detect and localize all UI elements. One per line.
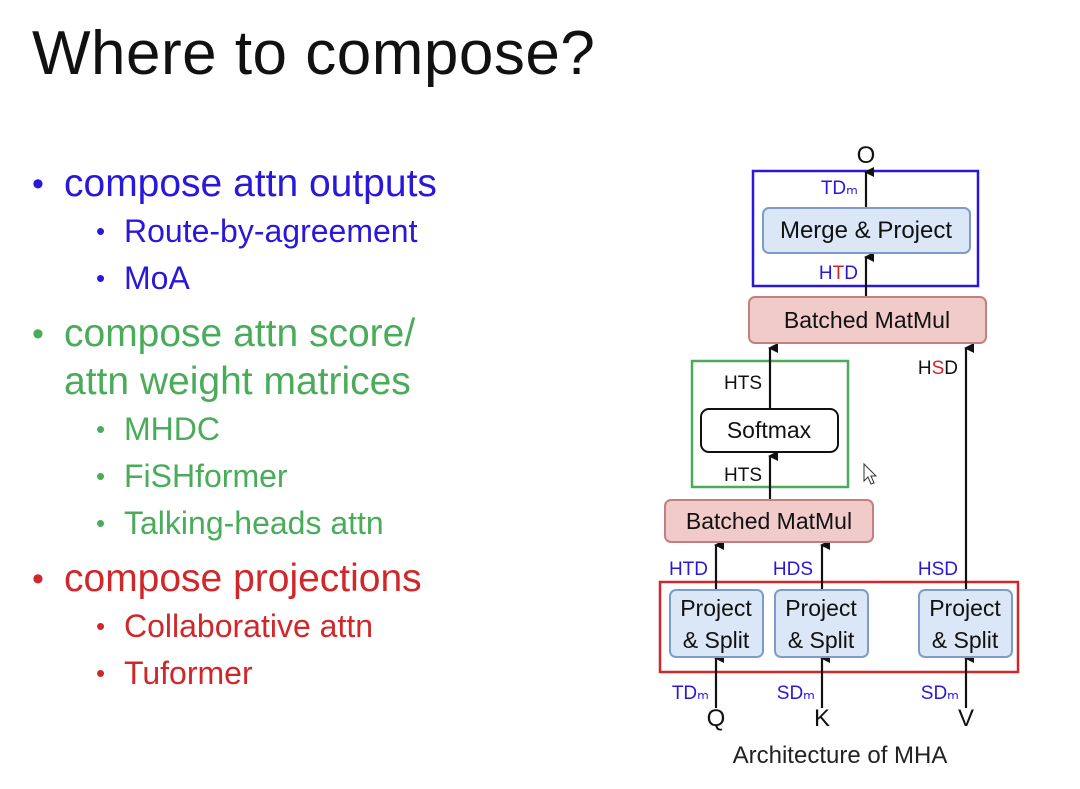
mouse-cursor-icon [863,462,878,485]
bullet-text: compose attn score/ [64,312,416,355]
dim-in-q: TDₘ [672,683,709,704]
svg-text:& Split: & Split [683,627,750,653]
svg-text:Project: Project [680,595,752,621]
bullet-compose-scores: compose attn score/ attn weight matrices [30,310,630,406]
bullet-group-projections: compose projections Collaborative attn T… [30,555,630,697]
dim-htd: HTD [669,559,708,580]
batched-matmul-top-box [748,296,987,344]
softmax-label: Softmax [727,417,812,443]
bullet-text: compose attn outputs [64,162,437,205]
sub-bullet: MHDC [30,406,630,453]
dim-hts-bottom: HTS [724,465,762,486]
dim-hsd-bottom: HSD [918,559,958,580]
sub-bullet: Collaborative attn [30,603,630,650]
project-split-v: Project & Split [918,589,1013,658]
bullet-text: compose projections [64,557,422,600]
project-split-q: Project & Split [669,589,764,658]
sub-bullet: Route-by-agreement [30,208,630,255]
dim-in-k: SDₘ [777,683,815,704]
input-v: V [958,705,974,732]
batched-matmul-top-label: Batched MatMul [784,307,950,333]
dim-in-v: SDₘ [921,683,959,704]
svg-text:Project: Project [785,595,857,621]
project-split-k: Project & Split [774,589,869,658]
sub-bullet: Talking-heads attn [30,500,630,547]
svg-text:& Split: & Split [932,627,999,653]
bullet-compose-outputs: compose attn outputs [30,160,630,208]
sub-bullet: Tuformer [30,650,630,697]
svg-text:& Split: & Split [788,627,855,653]
projections-group-outline [658,580,1020,674]
bullet-list: compose attn outputs Route-by-agreement … [30,160,630,699]
batched-matmul-bottom-box [664,499,874,543]
bullet-compose-projections: compose projections [30,555,630,603]
output-label: O [857,142,876,169]
dim-merge-in: HTD [819,263,858,284]
svg-text:Project: Project [929,595,1001,621]
dim-hds: HDS [773,559,813,580]
sub-bullet: MoA [30,255,630,302]
merge-project-box [762,207,971,254]
sub-bullet: FiSHformer [30,453,630,500]
bullet-text: attn weight matrices [64,360,411,403]
softmax-box [700,408,839,453]
batched-matmul-bottom-label: Batched MatMul [686,508,852,534]
diagram-caption: Architecture of MHA [732,742,948,769]
bullet-group-scores: compose attn score/ attn weight matrices… [30,310,630,547]
slide-title: Where to compose? [32,19,596,88]
input-q: Q [707,705,726,732]
dim-hts-top: HTS [724,373,762,394]
input-k: K [814,705,830,732]
dim-merge-out: TDₘ [821,178,858,199]
bullet-group-outputs: compose attn outputs Route-by-agreement … [30,160,630,302]
merge-project-label: Merge & Project [780,217,952,244]
dim-hsd-top: HSD [918,358,958,379]
